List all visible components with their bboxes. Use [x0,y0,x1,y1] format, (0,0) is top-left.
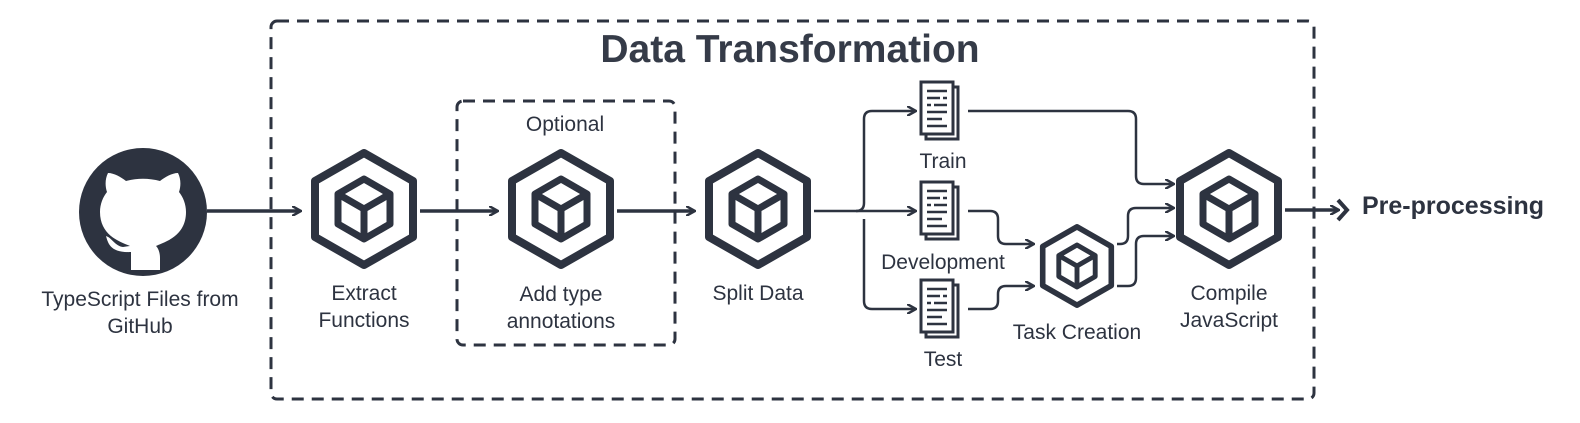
train-label: Train [919,150,967,173]
test-label: Test [923,348,963,371]
split-cube-icon [709,153,807,265]
development-label: Development [881,251,1005,274]
arrow-test-to-task [968,286,1033,311]
arrow-train-to-compile [968,109,1173,184]
pre-processing-label: Pre-processing [1362,192,1545,220]
train-document-icon [919,80,960,141]
arrow-task-to-compile-lower [1117,236,1173,288]
extract-functions-label: Extract Functions [318,282,410,332]
diagram-title: Data Transformation [600,28,980,71]
compile-javascript-label: Compile JavaScript [1179,282,1279,332]
arrow-split-to-test [862,219,915,309]
annotate-cube-icon [512,153,610,265]
source-label: TypeScript Files from GitHub [41,288,239,338]
compile-cube-icon [1180,153,1278,265]
extract-cube-icon [315,153,413,265]
arrow-development-to-task [968,209,1033,244]
add-type-annotations-label: Add type annotations [506,283,616,333]
split-data-label: Split Data [712,282,804,305]
task-creation-cube-icon [1043,227,1112,305]
task-creation-label: Task Creation [1012,321,1142,344]
test-document-icon [919,278,960,339]
output-arrowhead [1336,198,1350,222]
arrow-task-to-compile-upper [1117,208,1173,246]
development-document-icon [919,180,960,241]
optional-container [455,99,677,347]
optional-label: Optional [525,113,605,136]
github-icon [79,148,207,276]
